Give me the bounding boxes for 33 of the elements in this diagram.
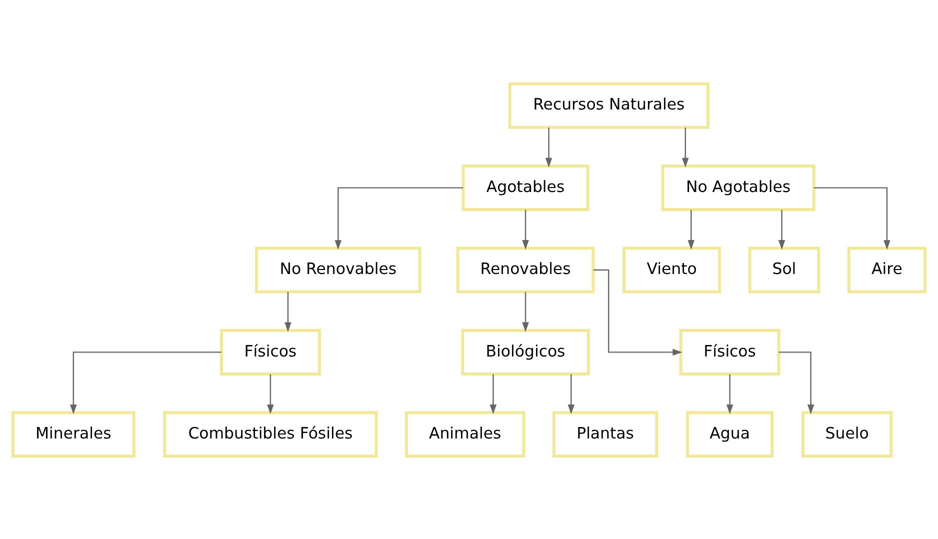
node-box: Aire — [847, 246, 927, 293]
arrow — [522, 209, 529, 250]
node-box: Animales — [404, 410, 526, 458]
arrow — [490, 374, 497, 414]
arrow — [778, 209, 786, 250]
arrow — [70, 351, 222, 414]
arrow — [522, 292, 529, 332]
node-box: Físicos — [679, 328, 780, 375]
node-box: Combustibles Fósiles — [163, 410, 378, 458]
node-box: Suelo — [801, 410, 893, 458]
arrow — [688, 209, 695, 250]
node-box: Agua — [686, 410, 774, 458]
node-box: Viento — [622, 246, 722, 293]
arrow — [593, 268, 682, 356]
node-box: No Renovables — [255, 246, 422, 293]
arrow — [284, 292, 292, 332]
arrow — [334, 186, 464, 250]
arrow — [778, 351, 814, 414]
arrow — [267, 374, 274, 414]
node-box: Sol — [748, 246, 820, 293]
node-box: No Agotables — [661, 164, 816, 211]
arrow — [814, 186, 890, 250]
arrow — [545, 127, 552, 168]
node-box: Físicos — [220, 328, 321, 375]
arrow — [682, 127, 689, 168]
node-box: Recursos Naturales — [508, 82, 710, 128]
node-box: Plantas — [552, 410, 658, 458]
arrow — [568, 374, 575, 414]
node-box: Agotables — [462, 164, 590, 211]
node-box: Minerales — [11, 410, 136, 458]
arrow — [726, 374, 734, 414]
node-box: Biológicos — [461, 328, 590, 375]
node-box: Renovables — [456, 246, 595, 293]
